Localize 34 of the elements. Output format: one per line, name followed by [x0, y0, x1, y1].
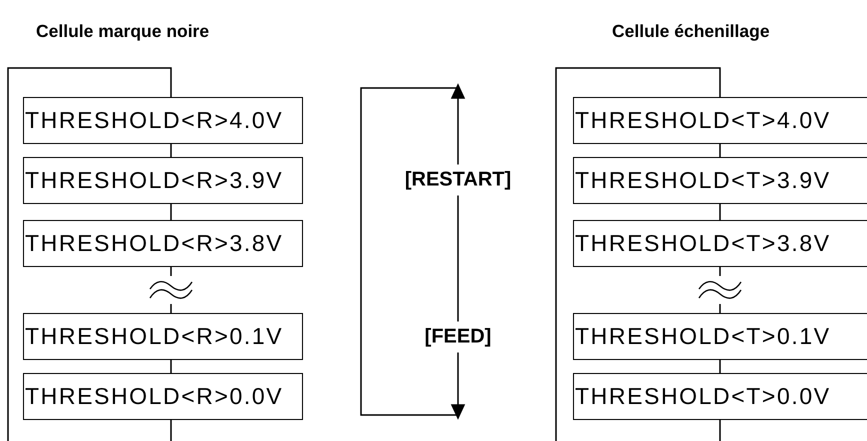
- column-heading: Cellule échenillage: [612, 21, 770, 42]
- menu-text: THRESHOLD<R>0.1V: [25, 323, 284, 350]
- menu-box: [23, 313, 303, 360]
- menu-text: THRESHOLD<T>0.1V: [575, 323, 831, 350]
- key-label: [RESTART]: [404, 164, 512, 196]
- menu-text: THRESHOLD<R>4.0V: [25, 107, 284, 134]
- menu-box: [23, 157, 303, 204]
- connector-line: [170, 204, 172, 220]
- menu-text: THRESHOLD<R>3.8V: [25, 230, 284, 257]
- menu-text: THRESHOLD<R>3.9V: [25, 167, 284, 194]
- menu-box: [23, 373, 303, 420]
- menu-box: [573, 373, 867, 420]
- menu-box: [23, 97, 303, 144]
- column-heading: Cellule marque noire: [36, 21, 210, 42]
- menu-box: [573, 313, 867, 360]
- connector-line: [719, 204, 721, 220]
- menu-text: THRESHOLD<T>0.0V: [575, 383, 831, 410]
- menu-box: [573, 97, 867, 144]
- connector-line: [719, 420, 721, 441]
- connector-line: [170, 420, 172, 441]
- menu-box: [573, 157, 867, 204]
- menu-text: THRESHOLD<T>3.8V: [575, 230, 831, 257]
- menu-text: THRESHOLD<R>0.0V: [25, 383, 284, 410]
- key-label: [FEED]: [424, 322, 492, 352]
- connector-line: [7, 67, 172, 441]
- menu-text: THRESHOLD<T>4.0V: [575, 107, 831, 134]
- menu-box: [573, 220, 867, 267]
- connector-line: [719, 360, 721, 373]
- menu-text: THRESHOLD<T>3.9V: [575, 167, 831, 194]
- connector-line: [170, 360, 172, 373]
- connector-line: [555, 67, 721, 441]
- menu-box: [23, 220, 303, 267]
- connector-line: [719, 144, 721, 157]
- connector-line: [170, 144, 172, 157]
